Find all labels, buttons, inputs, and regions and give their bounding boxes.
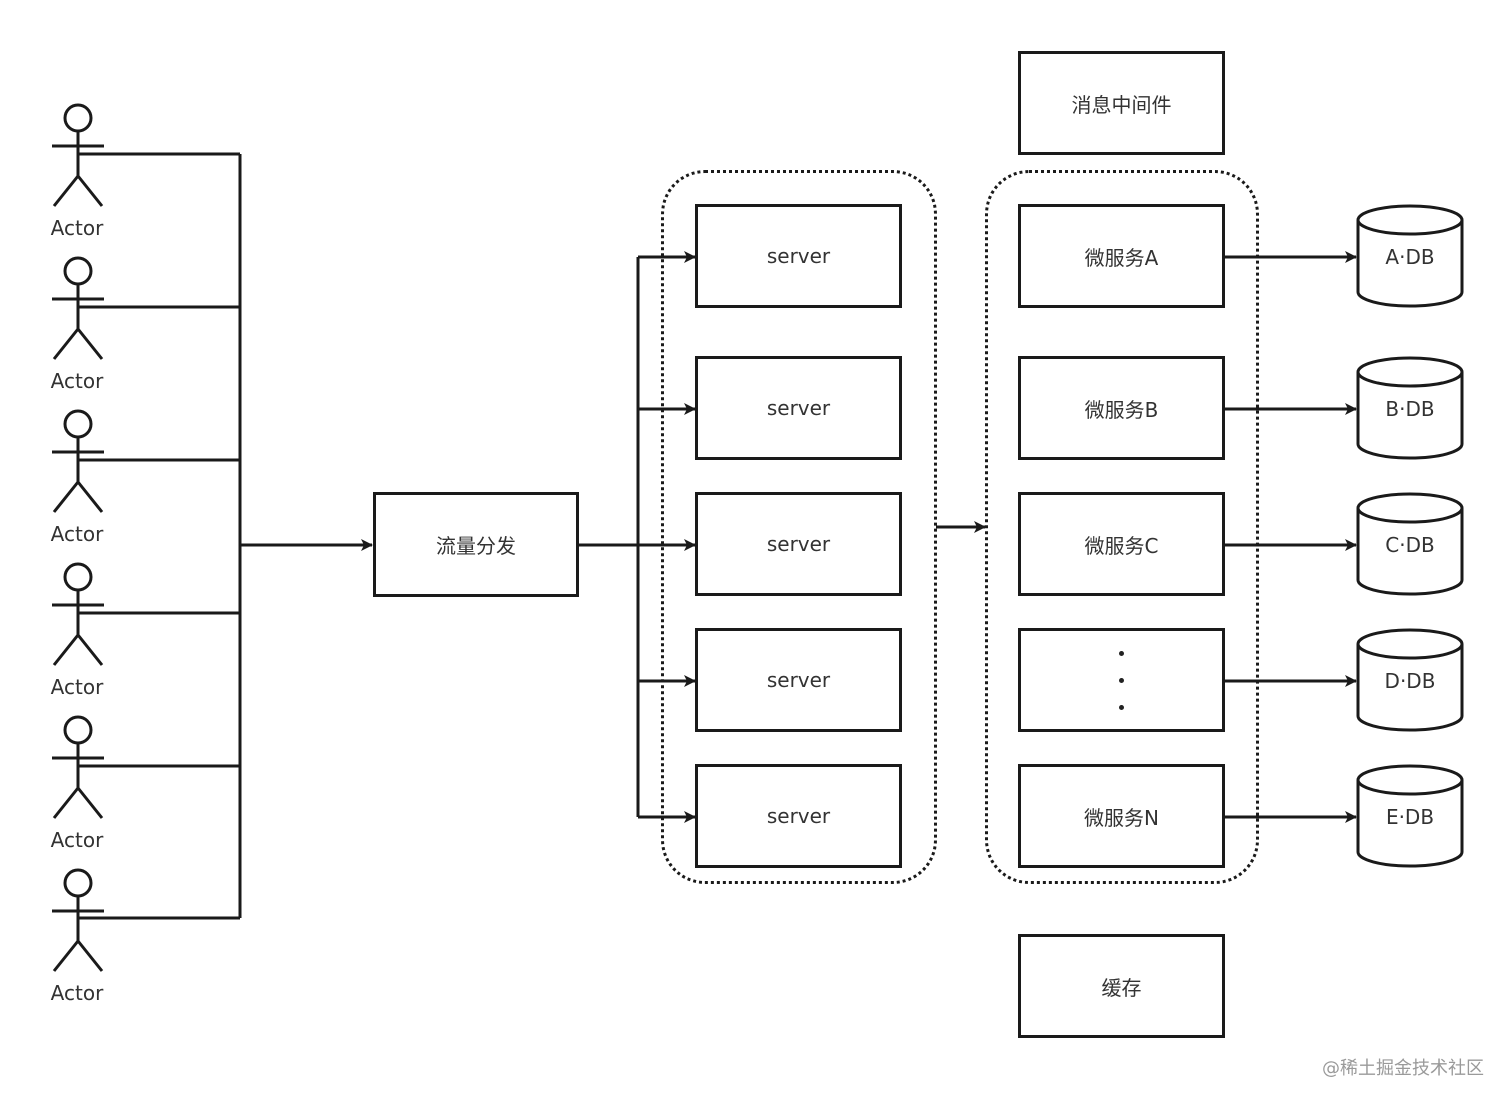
- server-node: server: [695, 356, 902, 460]
- microservice-label: 微服务B: [1084, 397, 1159, 422]
- actor-figure-6: [52, 868, 104, 972]
- message-middleware-label: 消息中间件: [1071, 92, 1172, 117]
- server-label: server: [766, 396, 831, 420]
- traffic-dispatcher-label: 流量分发: [436, 534, 516, 558]
- microservice-label: 微服务N: [1084, 805, 1159, 830]
- server-node: server: [695, 492, 902, 596]
- db-label: A·DB: [1385, 245, 1435, 269]
- db-label: C·DB: [1385, 533, 1435, 557]
- actor-label: Actor: [50, 828, 104, 852]
- server-label: server: [766, 668, 831, 692]
- microservice-node: 微服务C: [1018, 492, 1225, 596]
- actor-figure-2: [52, 256, 104, 360]
- actor-label: Actor: [50, 675, 104, 699]
- actor-bus: [78, 152, 242, 920]
- microservice-node: 微服务N: [1018, 764, 1225, 868]
- actor-label: Actor: [50, 522, 104, 546]
- db-label: B·DB: [1385, 397, 1435, 421]
- cache-label: 缓存: [1101, 975, 1142, 1000]
- db-cylinder-d: [1356, 628, 1464, 732]
- vertical-ellipsis-icon: [1119, 650, 1124, 710]
- actor-label: Actor: [50, 216, 104, 240]
- db-cylinder-e: [1356, 764, 1464, 868]
- microservice-label: 微服务A: [1084, 245, 1159, 270]
- cache-node: 缓存: [1018, 934, 1225, 1038]
- db-label: E·DB: [1385, 805, 1435, 829]
- server-node: server: [695, 628, 902, 732]
- actor-figure-4: [52, 562, 104, 666]
- server-label: server: [766, 532, 831, 556]
- server-group: [661, 170, 937, 884]
- message-middleware-node: 消息中间件: [1018, 51, 1225, 155]
- microservice-group: [985, 170, 1259, 884]
- server-label: server: [766, 244, 831, 268]
- db-cylinder-b: [1356, 356, 1464, 460]
- microservice-node: 微服务A: [1018, 204, 1225, 308]
- server-node: server: [695, 764, 902, 868]
- db-cylinder-a: [1356, 204, 1464, 308]
- watermark-text: @稀土掘金技术社区: [1322, 1058, 1484, 1079]
- microservice-db-arrows: [1224, 251, 1357, 823]
- actor-figure-1: [52, 103, 104, 207]
- microservice-label: 微服务C: [1084, 533, 1159, 558]
- db-label: D·DB: [1384, 669, 1436, 693]
- server-label: server: [766, 804, 831, 828]
- traffic-dispatcher-node: 流量分发: [373, 492, 579, 597]
- microservice-ellipsis-node: [1018, 628, 1225, 732]
- dispatcher-fanout: [579, 251, 696, 823]
- actor-label: Actor: [50, 369, 104, 393]
- microservice-node: 微服务B: [1018, 356, 1225, 460]
- db-cylinder-c: [1356, 492, 1464, 596]
- server-node: server: [695, 204, 902, 308]
- actor-label: Actor: [50, 981, 104, 1005]
